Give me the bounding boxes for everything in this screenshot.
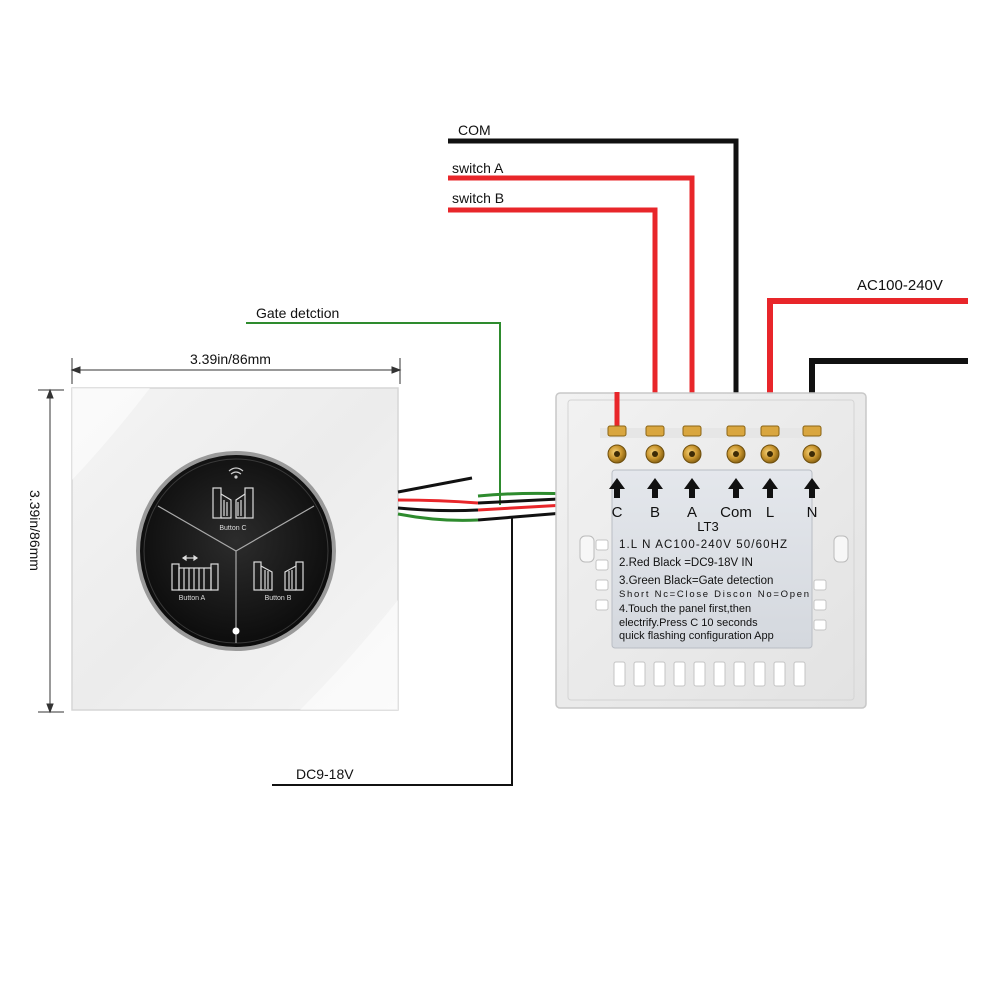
screw-slot (614, 451, 620, 457)
terminal-letter: Com (720, 504, 752, 521)
com-wire (448, 138, 739, 430)
screw-slot (652, 451, 658, 457)
wifi-icon (228, 467, 244, 479)
button-c-label: Button C (219, 525, 246, 532)
touch-panel (71, 387, 399, 711)
terminal-block (600, 425, 822, 464)
up-arrow-icon (804, 478, 820, 498)
screw-slot (733, 451, 739, 457)
button-c[interactable]: Button C (212, 487, 254, 532)
terminal-clamp (607, 425, 627, 437)
vent-grille (595, 539, 827, 687)
module-instructions: 1.L N AC100-240V 50/60HZ 2.Red Black =DC9… (619, 539, 809, 642)
screw-slot (809, 451, 815, 457)
terminal-clamp (726, 425, 746, 437)
swing-gate-icon (253, 561, 304, 591)
screw-slot (767, 451, 773, 457)
up-arrow-icon (647, 478, 663, 498)
dc-label: DC9-18V (296, 766, 354, 782)
terminal-letter: C (612, 504, 623, 521)
switch-a-label: switch A (452, 160, 504, 176)
terminal-letter: L (766, 504, 774, 521)
ac-live-wire (767, 298, 968, 430)
terminal-labels: C B A Com L N (609, 478, 820, 521)
instruction-line: electrify.Press C 10 seconds (619, 617, 758, 629)
up-arrow-icon (609, 478, 625, 498)
height-dimension (38, 388, 64, 714)
button-a-label: Button A (179, 595, 206, 602)
instruction-line: Short Nc=Close Discon No=Open (619, 589, 809, 600)
terminal-letter: A (687, 504, 697, 521)
button-b[interactable]: Button B (253, 561, 304, 602)
terminal-clamp (760, 425, 780, 437)
terminal-clamp (682, 425, 702, 437)
width-label: 3.39in/86mm (190, 351, 271, 367)
gate-detection-label: Gate detction (256, 305, 339, 321)
switch-b-label: switch B (452, 190, 504, 206)
screw-slot (689, 451, 695, 457)
button-a[interactable]: Button A (171, 554, 219, 602)
terminal-clamp (802, 425, 822, 437)
control-knob (136, 451, 336, 651)
instruction-line: 1.L N AC100-240V 50/60HZ (619, 539, 787, 551)
switch-b-wire (448, 207, 658, 430)
terminal-letter: N (807, 504, 818, 521)
terminal-clamp (645, 425, 665, 437)
gate-icon (212, 487, 254, 519)
switch-a-wire (448, 175, 695, 430)
up-arrow-icon (728, 478, 744, 498)
instruction-line: 2.Red Black =DC9-18V IN (619, 557, 753, 569)
gate-detection-wire (246, 322, 501, 505)
up-arrow-icon (762, 478, 778, 498)
switch-module (555, 392, 867, 709)
instruction-line: 4.Touch the panel first,then (619, 603, 751, 615)
instruction-line: 3.Green Black=Gate detection (619, 575, 773, 587)
height-label: 3.39in/86mm (27, 490, 43, 571)
module-model: LT3 (697, 519, 718, 534)
up-arrow-icon (684, 478, 700, 498)
dc-input-wire (272, 518, 513, 786)
width-dimension (70, 358, 402, 384)
sliding-gate-icon (171, 554, 219, 591)
instruction-line: quick flashing configuration App (619, 630, 774, 642)
button-b-label: Button B (265, 595, 292, 602)
ac-label: AC100-240V (857, 277, 943, 294)
com-label: COM (458, 122, 491, 138)
terminal-letter: B (650, 504, 660, 521)
